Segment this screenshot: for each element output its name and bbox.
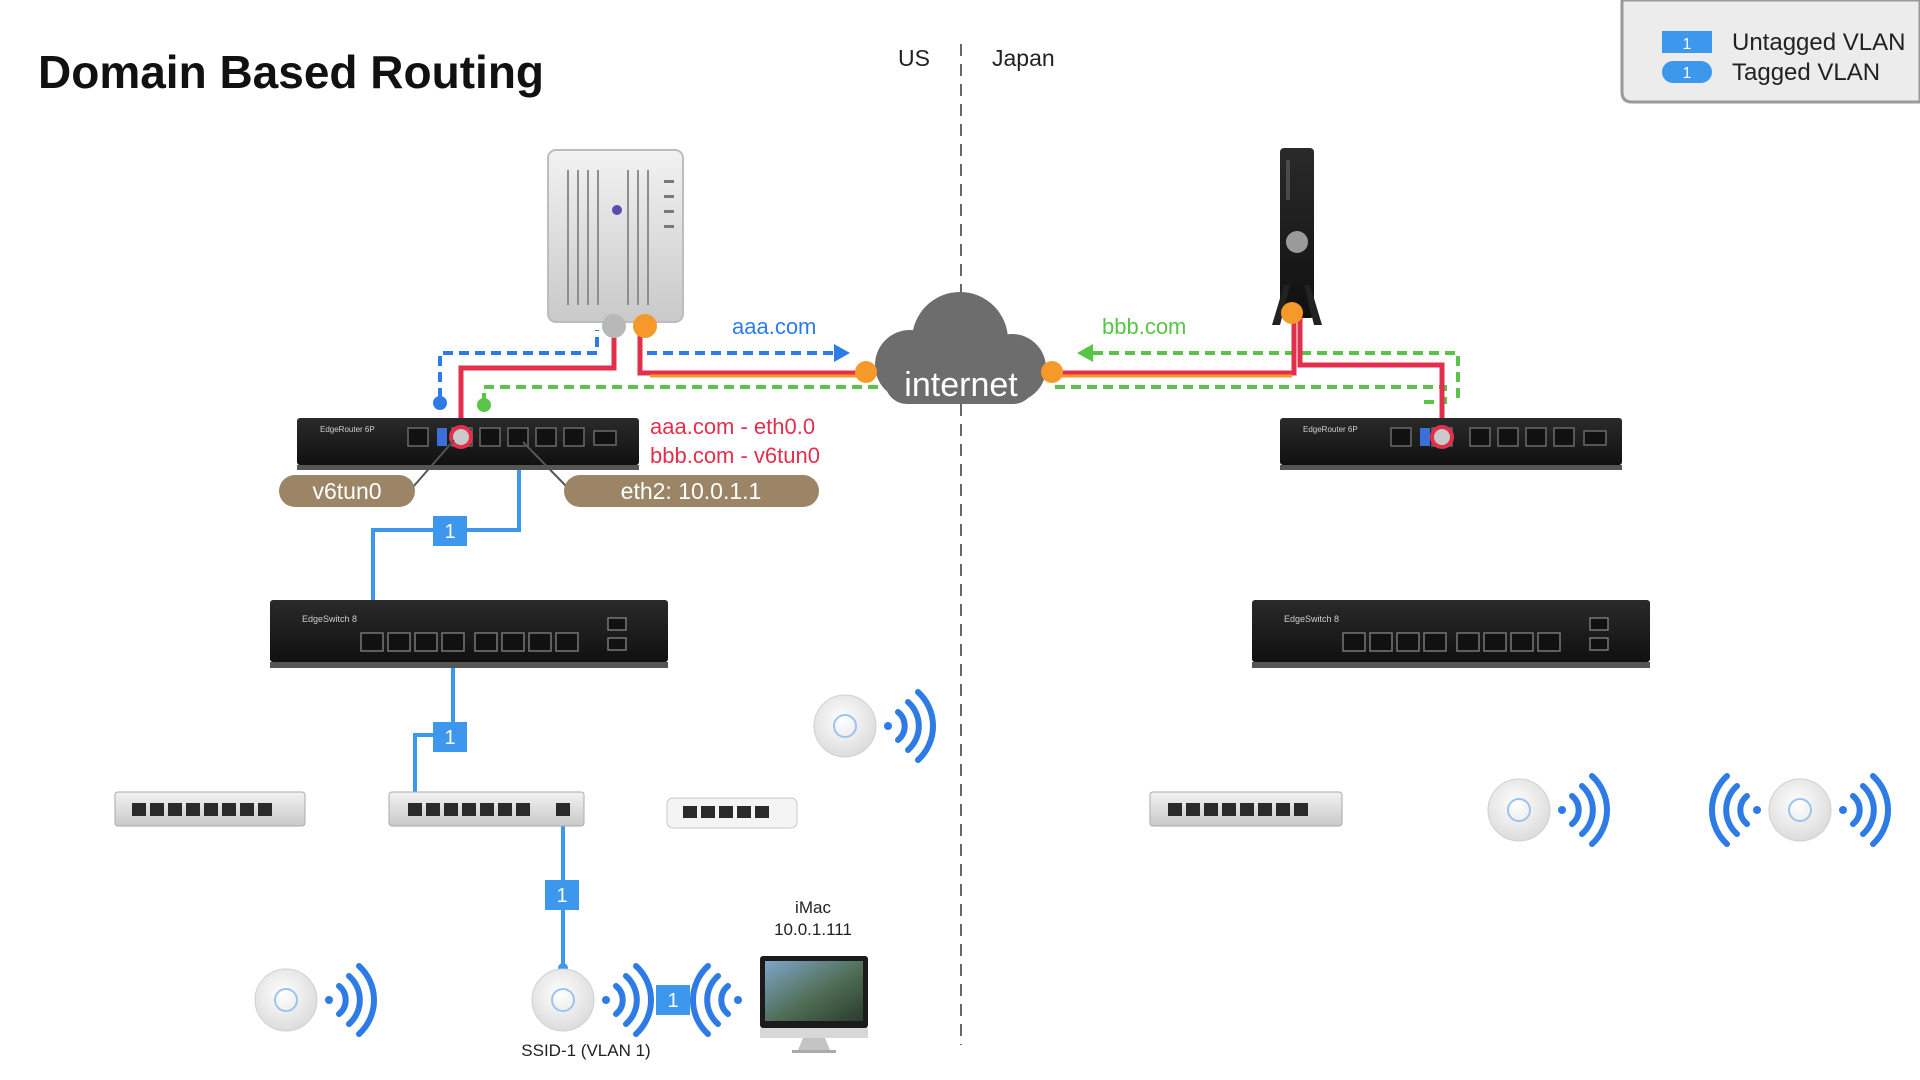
onu-port-orange — [633, 314, 657, 338]
bbb-flow-path-jp — [1055, 385, 1447, 404]
jp-onu-port-orange — [1281, 302, 1303, 324]
legend: 1 Untagged VLAN 1 Tagged VLAN — [1620, 0, 1920, 104]
jp-edgeswitch: EdgeSwitch 8 — [1252, 600, 1650, 668]
cloud-port-us — [855, 361, 877, 383]
svg-text:1: 1 — [556, 885, 567, 907]
lan-port-label: eth2: 10.0.1.1 — [621, 478, 762, 504]
jp-wan-link-red — [1052, 242, 1445, 435]
svg-text:1: 1 — [444, 521, 455, 543]
tunnel-port-callout — [279, 475, 415, 507]
routing-rule-aaa: aaa.com - eth0.0 — [650, 414, 815, 439]
us-router-brand: EdgeRouter 6P — [320, 425, 375, 434]
vlan-badge: 1 — [656, 985, 690, 1015]
legend-untagged-label: Untagged VLAN — [1732, 29, 1905, 56]
us-switch-brand: EdgeSwitch 8 — [302, 614, 357, 624]
internet-cloud: internet — [875, 292, 1046, 404]
legend-untagged-badge: 1 — [1683, 36, 1692, 53]
wifi-waves-icon — [325, 963, 378, 1037]
routing-rule-bbb: bbb.com - v6tun0 — [650, 443, 820, 468]
legend-untagged-swatch — [1662, 31, 1712, 53]
jp-switch-brand: EdgeSwitch 8 — [1284, 614, 1339, 624]
legend-tagged-label: Tagged VLAN — [1732, 59, 1880, 86]
bbb-flow-origin-dot — [477, 398, 491, 412]
legend-tagged-swatch — [1662, 61, 1712, 83]
tunnel-port-label: v6tun0 — [312, 478, 381, 504]
jp-access-point-right — [1768, 778, 1832, 842]
us-access-point-upper — [813, 694, 877, 758]
jp-onu-port-gray — [1286, 231, 1308, 253]
bbb-flow-path-us — [482, 385, 880, 403]
us-edgeswitch: EdgeSwitch 8 — [270, 600, 668, 668]
vlan-badge: 1 — [433, 516, 467, 546]
us-router-eth0-port — [449, 425, 473, 449]
region-japan-label: Japan — [992, 45, 1055, 71]
page-title: Domain Based Routing — [38, 46, 544, 98]
wifi-waves-icon — [1558, 773, 1611, 847]
wifi-waves-icon — [689, 963, 742, 1037]
wifi-waves-icon — [884, 689, 937, 763]
us-access-point-left — [254, 968, 318, 1032]
imac-computer — [760, 956, 868, 1053]
svg-text:1: 1 — [444, 727, 455, 749]
jp-router-brand: EdgeRouter 6P — [1303, 425, 1358, 434]
aaa-flow-origin-dot — [433, 396, 447, 410]
vlan-badge: 1 — [433, 722, 467, 752]
jp-access-point-middle — [1487, 778, 1551, 842]
callout-line-tunnel — [412, 439, 455, 488]
ssid-label: SSID-1 (VLAN 1) — [521, 1041, 650, 1060]
us-small-switch-left — [114, 791, 306, 827]
onu-port-gray — [602, 314, 626, 338]
aaa-flow-label: aaa.com — [732, 314, 816, 339]
jp-small-switch — [1149, 791, 1343, 827]
internet-label: internet — [904, 366, 1018, 404]
cloud-port-jp — [1041, 361, 1063, 383]
wifi-waves-icon — [1708, 773, 1892, 847]
us-access-point-ssid — [531, 968, 595, 1032]
aaa-flow-arrowhead — [834, 344, 850, 362]
lan-port-callout — [564, 475, 819, 507]
legend-tagged-badge: 1 — [1683, 65, 1692, 82]
wifi-waves-icon — [602, 963, 655, 1037]
aaa-flow-path — [438, 330, 599, 398]
us-poe-switch — [388, 791, 585, 827]
callout-line-lan — [522, 441, 567, 487]
vlan-badge: 1 — [545, 880, 579, 910]
bbb-flow-label: bbb.com — [1102, 314, 1186, 339]
bbb-flow-path-jp-top — [1093, 351, 1460, 402]
us-onu-device — [547, 149, 684, 323]
imac-ip: 10.0.1.111 — [774, 920, 852, 939]
svg-text:1: 1 — [667, 990, 678, 1012]
us-flex-mini-switch — [666, 797, 798, 829]
bbb-flow-arrowhead — [1077, 344, 1093, 362]
jp-router-eth0-port — [1430, 425, 1454, 449]
region-us-label: US — [898, 45, 930, 71]
imac-name: iMac — [795, 898, 831, 917]
